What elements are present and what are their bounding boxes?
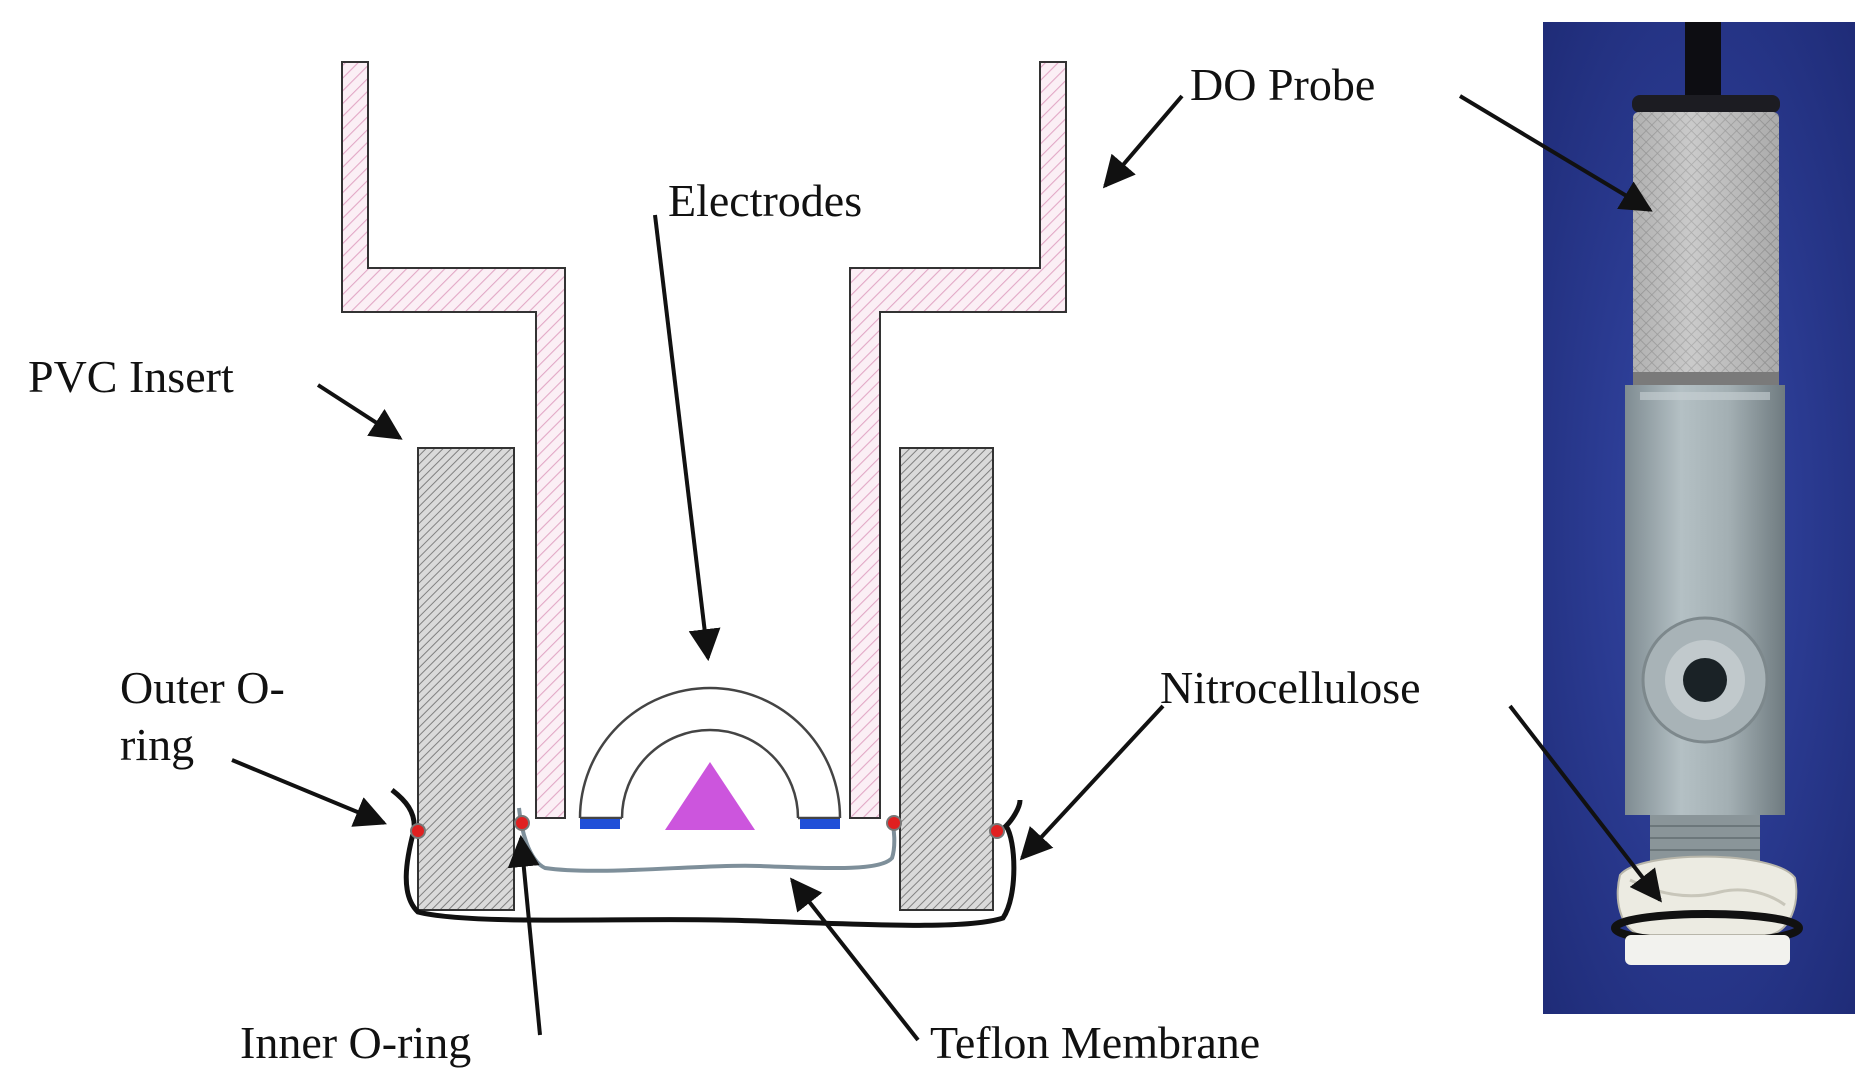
inner-oring-right [886, 815, 902, 831]
anode-triangle [665, 762, 755, 830]
nitrocellulose-arrow [1019, 704, 1165, 861]
label-outer-oring-line1: Outer O- [120, 662, 285, 713]
label-inner-oring: Inner O-ring [240, 1017, 471, 1068]
probe-body-left [341, 61, 566, 819]
label-teflon-membrane: Teflon Membrane [930, 1017, 1260, 1068]
electrodes-arrow [653, 214, 721, 662]
do-probe-photo-arrow [1458, 94, 1653, 212]
label-do-probe: DO Probe [1190, 59, 1375, 110]
label-electrodes: Electrodes [668, 175, 862, 226]
inner-oring-left [514, 815, 530, 831]
teflon-membrane-arrow [790, 877, 920, 1042]
pvc-insert-right [899, 447, 994, 911]
label-pvc-insert: PVC Insert [28, 351, 234, 402]
probe-body-right [849, 61, 1067, 819]
outer-oring-right [989, 823, 1005, 839]
pvc-insert-left [417, 447, 515, 911]
do-probe-arrow [1102, 94, 1184, 189]
inner-oring-arrow [507, 834, 542, 1036]
electrode-arc-outer [578, 686, 842, 819]
label-nitrocellulose: Nitrocellulose [1160, 662, 1421, 713]
cathode-left [580, 819, 620, 829]
outer-oring-arrow [231, 758, 387, 827]
nitrocellulose-photo-arrow [1508, 704, 1662, 903]
nitrocellulose-membrane [390, 788, 1023, 928]
do-probe-photo [1543, 22, 1855, 1014]
cathode-right [800, 819, 840, 829]
electrode-arc-inner [620, 728, 800, 819]
label-outer-oring-line2: ring [120, 719, 194, 770]
pvc-insert-arrow [316, 383, 403, 440]
outer-oring-left [410, 823, 426, 839]
